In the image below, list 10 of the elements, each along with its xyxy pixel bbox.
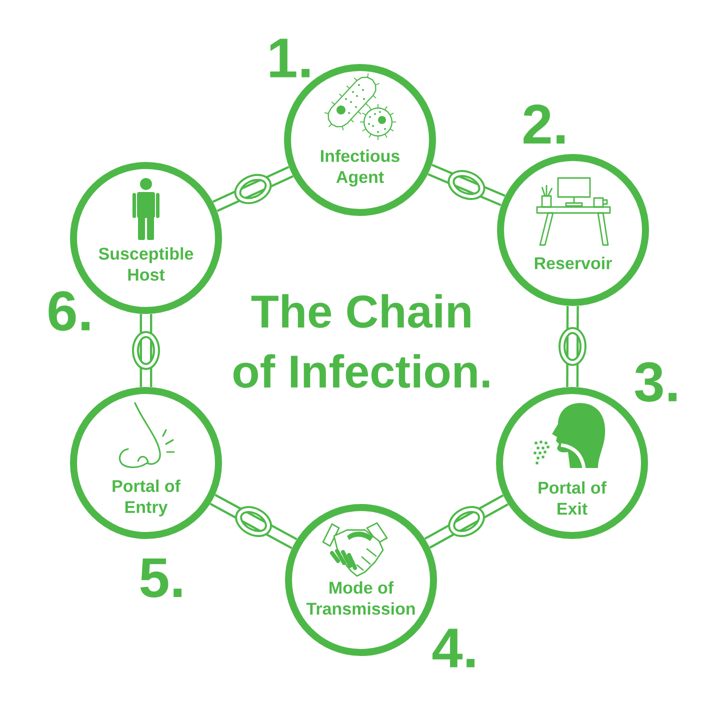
chain — [558, 306, 586, 388]
chain — [424, 494, 509, 549]
title: The Chain of Infection. — [233, 294, 490, 388]
chain — [428, 164, 506, 206]
chain — [210, 494, 298, 550]
chain — [212, 166, 294, 212]
callout-number: 5. — [140, 558, 182, 598]
callout-number: 2. — [524, 104, 564, 144]
chain — [132, 314, 160, 387]
callout-number: 6. — [48, 291, 90, 331]
